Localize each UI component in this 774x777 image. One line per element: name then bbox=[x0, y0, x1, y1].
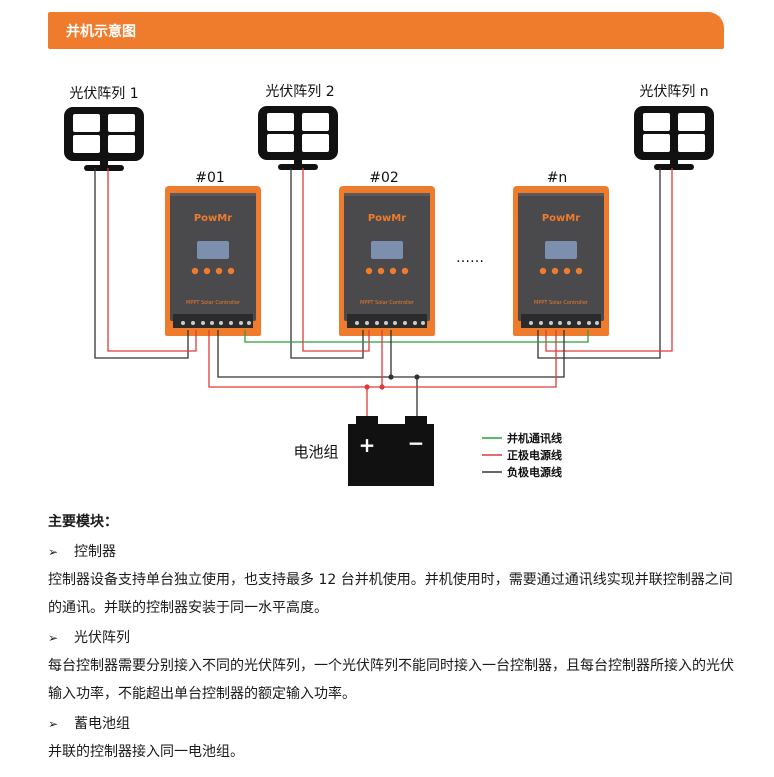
arrow-bullet-icon: ➢ bbox=[48, 717, 59, 731]
section-title-text: 蓄电池组 bbox=[74, 716, 130, 732]
pv-wiring bbox=[94, 168, 673, 359]
controller-brand: PowMr bbox=[542, 213, 580, 224]
battery: + − bbox=[348, 416, 434, 486]
battery-label: 电池组 bbox=[293, 443, 338, 461]
controller-model: MPPT Solar Controller bbox=[360, 300, 415, 306]
panel-label-2: 光伏阵列 2 bbox=[265, 84, 334, 100]
content-body: 主要模块： ➢ 控制器 控制器设备支持单台独立使用，也支持最多 12 台并机使用。… bbox=[48, 512, 738, 770]
solar-panel-1: 光伏阵列 1 bbox=[64, 86, 144, 171]
comm-line bbox=[244, 330, 589, 343]
section-title-text: 控制器 bbox=[74, 544, 116, 560]
section-title: 并机示意图 bbox=[66, 24, 136, 40]
battery-plus-sign: + bbox=[359, 433, 376, 457]
section-title-pv-array: ➢ 光伏阵列 bbox=[48, 626, 738, 650]
positive-bus bbox=[208, 330, 557, 420]
junction-dot bbox=[364, 384, 370, 390]
panel-label-1: 光伏阵列 1 bbox=[69, 86, 138, 102]
controller-n: #n PowMr MPPT Solar Controller bbox=[513, 170, 609, 336]
solar-panel-n: 光伏阵列 n bbox=[634, 84, 714, 170]
section-title-text: 光伏阵列 bbox=[74, 630, 130, 646]
junction-dot bbox=[379, 384, 385, 390]
controller-model: MPPT Solar Controller bbox=[534, 300, 589, 306]
junction-dot bbox=[388, 374, 394, 380]
solar-panel-icon bbox=[634, 106, 714, 170]
solar-panel-icon bbox=[64, 107, 144, 171]
legend-label-positive: 正极电源线 bbox=[507, 448, 562, 462]
controller-brand: PowMr bbox=[194, 213, 232, 224]
section-title-controller: ➢ 控制器 bbox=[48, 540, 738, 564]
junction-dot bbox=[414, 374, 420, 380]
section-title-battery: ➢ 蓄电池组 bbox=[48, 712, 738, 736]
battery-minus-sign: − bbox=[408, 431, 425, 455]
section-text-controller: 控制器设备支持单台独立使用，也支持最多 12 台并机使用。并机使用时，需要通过通… bbox=[48, 572, 733, 616]
controller-model: MPPT Solar Controller bbox=[186, 300, 241, 306]
legend-label-negative: 负极电源线 bbox=[507, 465, 562, 479]
controllers-ellipsis: …… bbox=[456, 250, 484, 266]
legend: 并机通讯线 正极电源线 负极电源线 bbox=[482, 431, 562, 479]
parallel-diagram: 光伏阵列 1 光伏阵列 2 光伏阵列 n #01 PowMr MPPT Sola… bbox=[64, 84, 714, 486]
controller-02: #02 PowMr MPPT Solar Controller bbox=[339, 170, 435, 336]
arrow-bullet-icon: ➢ bbox=[48, 545, 59, 559]
panel-label-n: 光伏阵列 n bbox=[639, 84, 708, 100]
controller-01: #01 PowMr MPPT Solar Controller bbox=[165, 170, 261, 336]
section-text-battery: 并联的控制器接入同一电池组。 bbox=[48, 744, 244, 760]
section-header: 并机示意图 bbox=[48, 12, 724, 49]
controller-label-n: #n bbox=[547, 170, 568, 186]
arrow-bullet-icon: ➢ bbox=[48, 631, 59, 645]
section-text-pv-array: 每台控制器需要分别接入不同的光伏阵列，一个光伏阵列不能同时接入一台控制器，且每台… bbox=[48, 658, 734, 702]
content-heading: 主要模块： bbox=[48, 514, 118, 530]
controller-brand: PowMr bbox=[368, 213, 406, 224]
solar-panel-icon bbox=[258, 106, 338, 170]
legend-label-comm: 并机通讯线 bbox=[507, 431, 562, 445]
controller-label-02: #02 bbox=[369, 170, 399, 186]
controller-label-01: #01 bbox=[195, 170, 225, 186]
solar-panel-2: 光伏阵列 2 bbox=[258, 84, 338, 170]
